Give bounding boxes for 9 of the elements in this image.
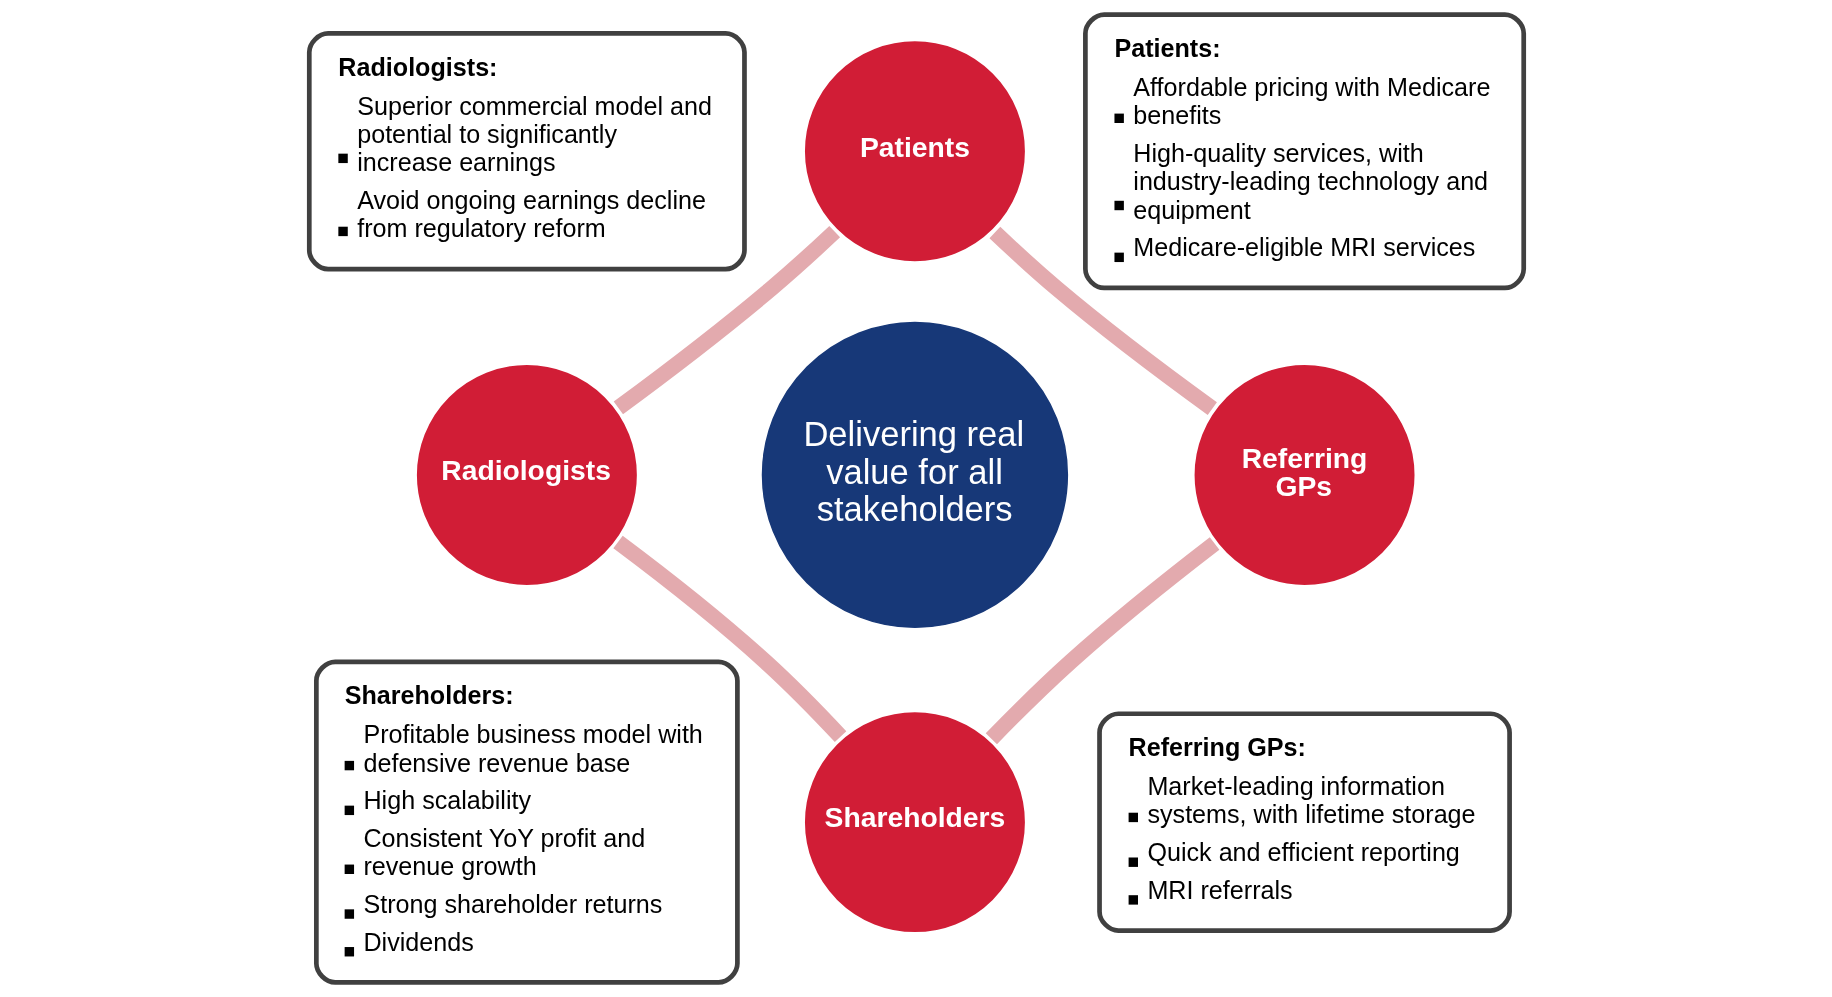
connector [612, 535, 846, 742]
node-circle: Delivering real value for all stakeholders [761, 321, 1068, 629]
node-box: Referring GPs: Market-leading information systems, with lifetime storage Quick and efficient reporting MRI referrals [1096, 711, 1512, 933]
node-box: Shareholders: Profitable business model with defensive revenue base High scalability Consistent YoY profit and revenue growth Strong shareholder returns Dividends [313, 659, 740, 985]
node-box: Radiologists: Superior commercial model and potential to significantly increase earnings Avoid ongoing earnings decline from regulatory reform [306, 31, 747, 272]
connector [985, 537, 1219, 745]
node-box: Patients: Affordable pricing with Medicare benefits High-quality services, with industry-leading technology and equipment Medicare-eligible MRI services [1082, 12, 1526, 291]
connector [988, 226, 1217, 415]
connector [613, 225, 840, 415]
